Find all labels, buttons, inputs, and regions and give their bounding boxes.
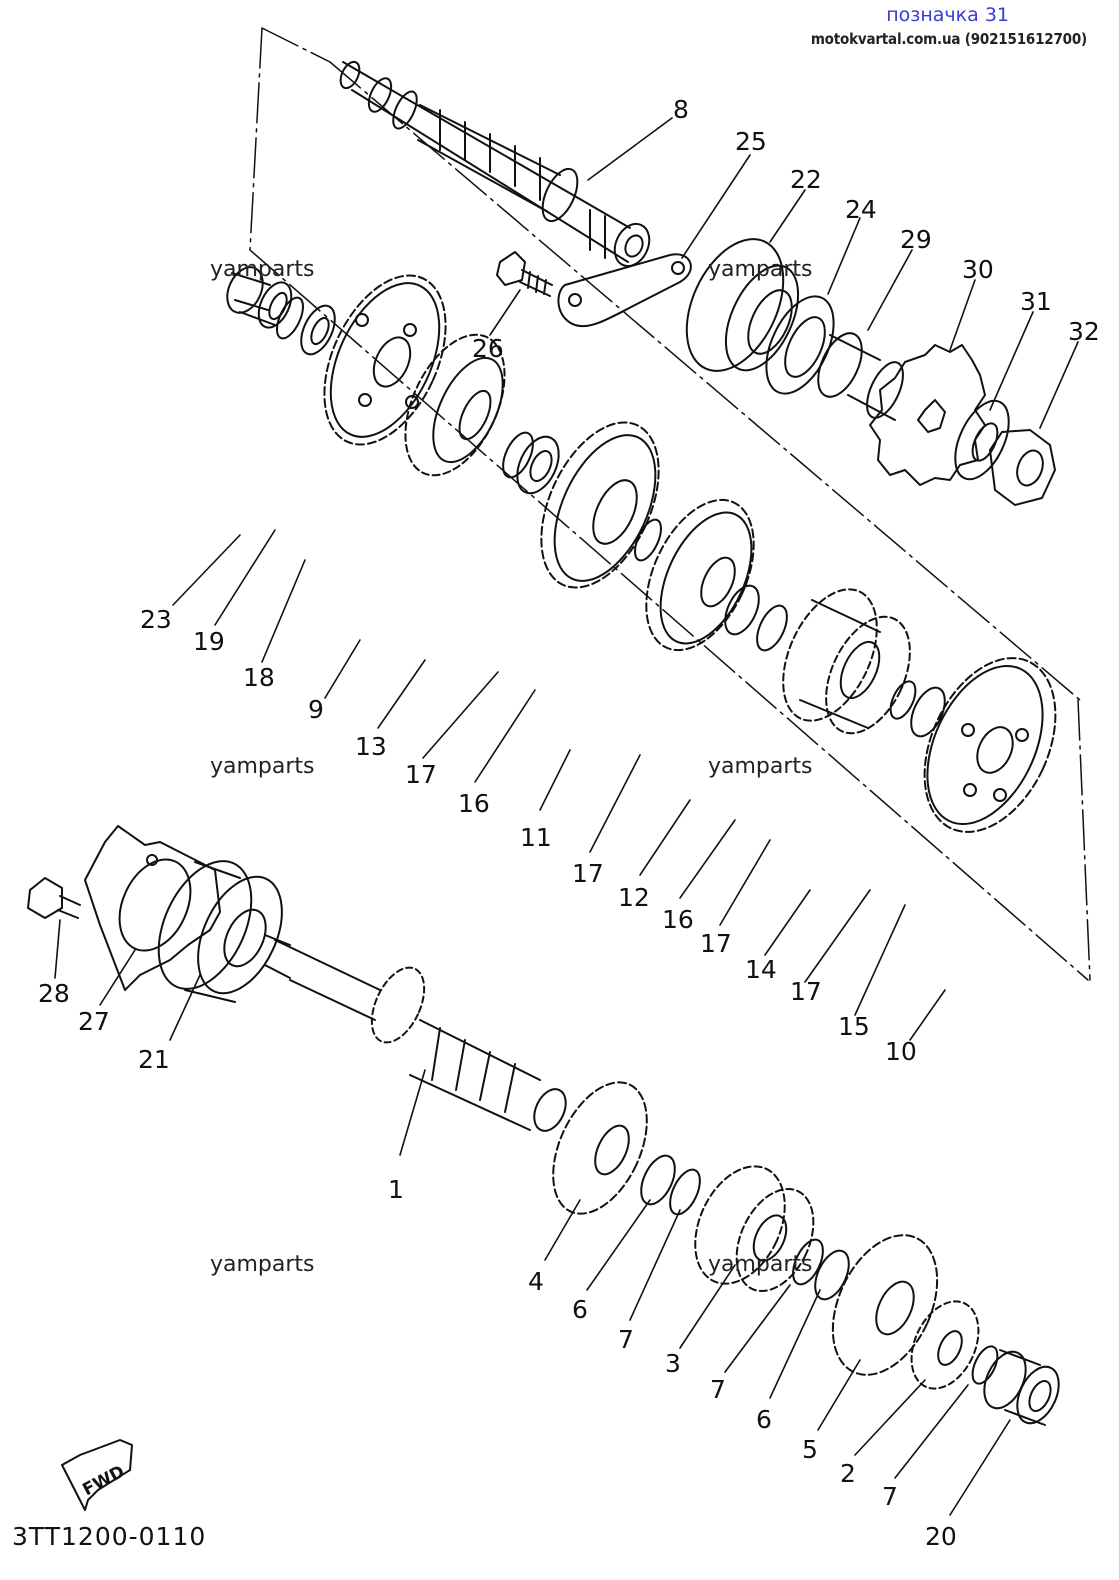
watermark: yamparts: [210, 754, 315, 779]
callout-17-c: 17: [700, 929, 732, 958]
bearing-22: [685, 238, 800, 372]
callout-17-b: 17: [572, 859, 604, 888]
callout-17-d: 17: [790, 977, 822, 1006]
callout-9: 9: [308, 695, 324, 724]
oil-seal-24: [765, 295, 835, 395]
callout-26: 26: [472, 334, 504, 363]
callout-7-b: 7: [710, 1375, 726, 1404]
callout-4: 4: [528, 1267, 544, 1296]
callout-21: 21: [138, 1045, 170, 1074]
callout-3: 3: [665, 1349, 681, 1378]
callout-18: 18: [243, 663, 275, 692]
lock-washer-31: [954, 399, 1010, 481]
drive-axle: [339, 60, 651, 268]
callout-7: 7: [618, 1325, 634, 1354]
callout-31: 31: [1020, 287, 1052, 316]
bearing-plate-27: [84, 825, 221, 991]
callout-2: 2: [840, 1459, 856, 1488]
watermark: yamparts: [210, 257, 315, 282]
callout-17: 17: [405, 760, 437, 789]
callout-27: 27: [78, 1007, 110, 1036]
callout-32: 32: [1068, 317, 1100, 346]
callout-22: 22: [790, 165, 822, 194]
gear-12: [645, 498, 755, 652]
callout-29: 29: [900, 225, 932, 254]
fwd-label: FWD: [79, 1462, 128, 1501]
drawing-code: 3TT1200-0110: [12, 1522, 207, 1551]
gear-3: [694, 1165, 815, 1293]
callout-8: 8: [673, 95, 689, 124]
callout-20: 20: [925, 1522, 957, 1551]
callout-12: 12: [618, 883, 650, 912]
nut-32: [989, 429, 1056, 506]
bolt-28: [27, 877, 81, 919]
watermark: yamparts: [210, 1252, 315, 1277]
callout-6: 6: [572, 1295, 588, 1324]
callout-5: 5: [802, 1435, 818, 1464]
callout-labels: 8 25 22 24 29 30 31 32 26 23 19 18 9 13 …: [38, 95, 1100, 1551]
callout-7-c: 7: [882, 1482, 898, 1511]
gear-10: [923, 657, 1057, 833]
callout-10: 10: [885, 1037, 917, 1066]
collar-29: [817, 332, 904, 421]
watermark: yamparts: [708, 257, 813, 282]
gear-4: [552, 1081, 648, 1215]
callout-24: 24: [845, 195, 877, 224]
callout-1: 1: [388, 1175, 404, 1204]
gear-13: [404, 333, 506, 477]
callout-25: 25: [735, 127, 767, 156]
fwd-arrow: [61, 1439, 133, 1511]
watermark: yamparts: [708, 1252, 813, 1277]
callout-11: 11: [520, 823, 552, 852]
callout-14: 14: [745, 955, 777, 984]
reference-tag: позначка 31: [886, 4, 1009, 26]
washer-18: [300, 304, 336, 356]
callout-30: 30: [962, 255, 994, 284]
callout-19: 19: [193, 627, 225, 656]
gear-5: [831, 1234, 939, 1376]
callout-28: 28: [38, 979, 70, 1008]
callout-6-b: 6: [756, 1405, 772, 1434]
circlip-19: [276, 296, 304, 340]
sprocket-30: [869, 344, 986, 486]
gear-9: [323, 274, 447, 446]
gear-14: [782, 588, 911, 735]
lock-plate: [557, 253, 692, 328]
bearing-21: [157, 860, 283, 1003]
gear-2: [910, 1300, 980, 1390]
site-credit: motokvartal.com.ua (902151612700): [810, 30, 1087, 48]
main-axle: [264, 934, 567, 1132]
callout-13: 13: [355, 732, 387, 761]
callout-15: 15: [838, 1012, 870, 1041]
callout-16: 16: [458, 789, 490, 818]
callout-23: 23: [140, 605, 172, 634]
bolt-26: [496, 251, 553, 297]
callout-16-b: 16: [662, 905, 694, 934]
watermark: yamparts: [708, 754, 813, 779]
needle-bearing-20: [983, 1349, 1060, 1426]
